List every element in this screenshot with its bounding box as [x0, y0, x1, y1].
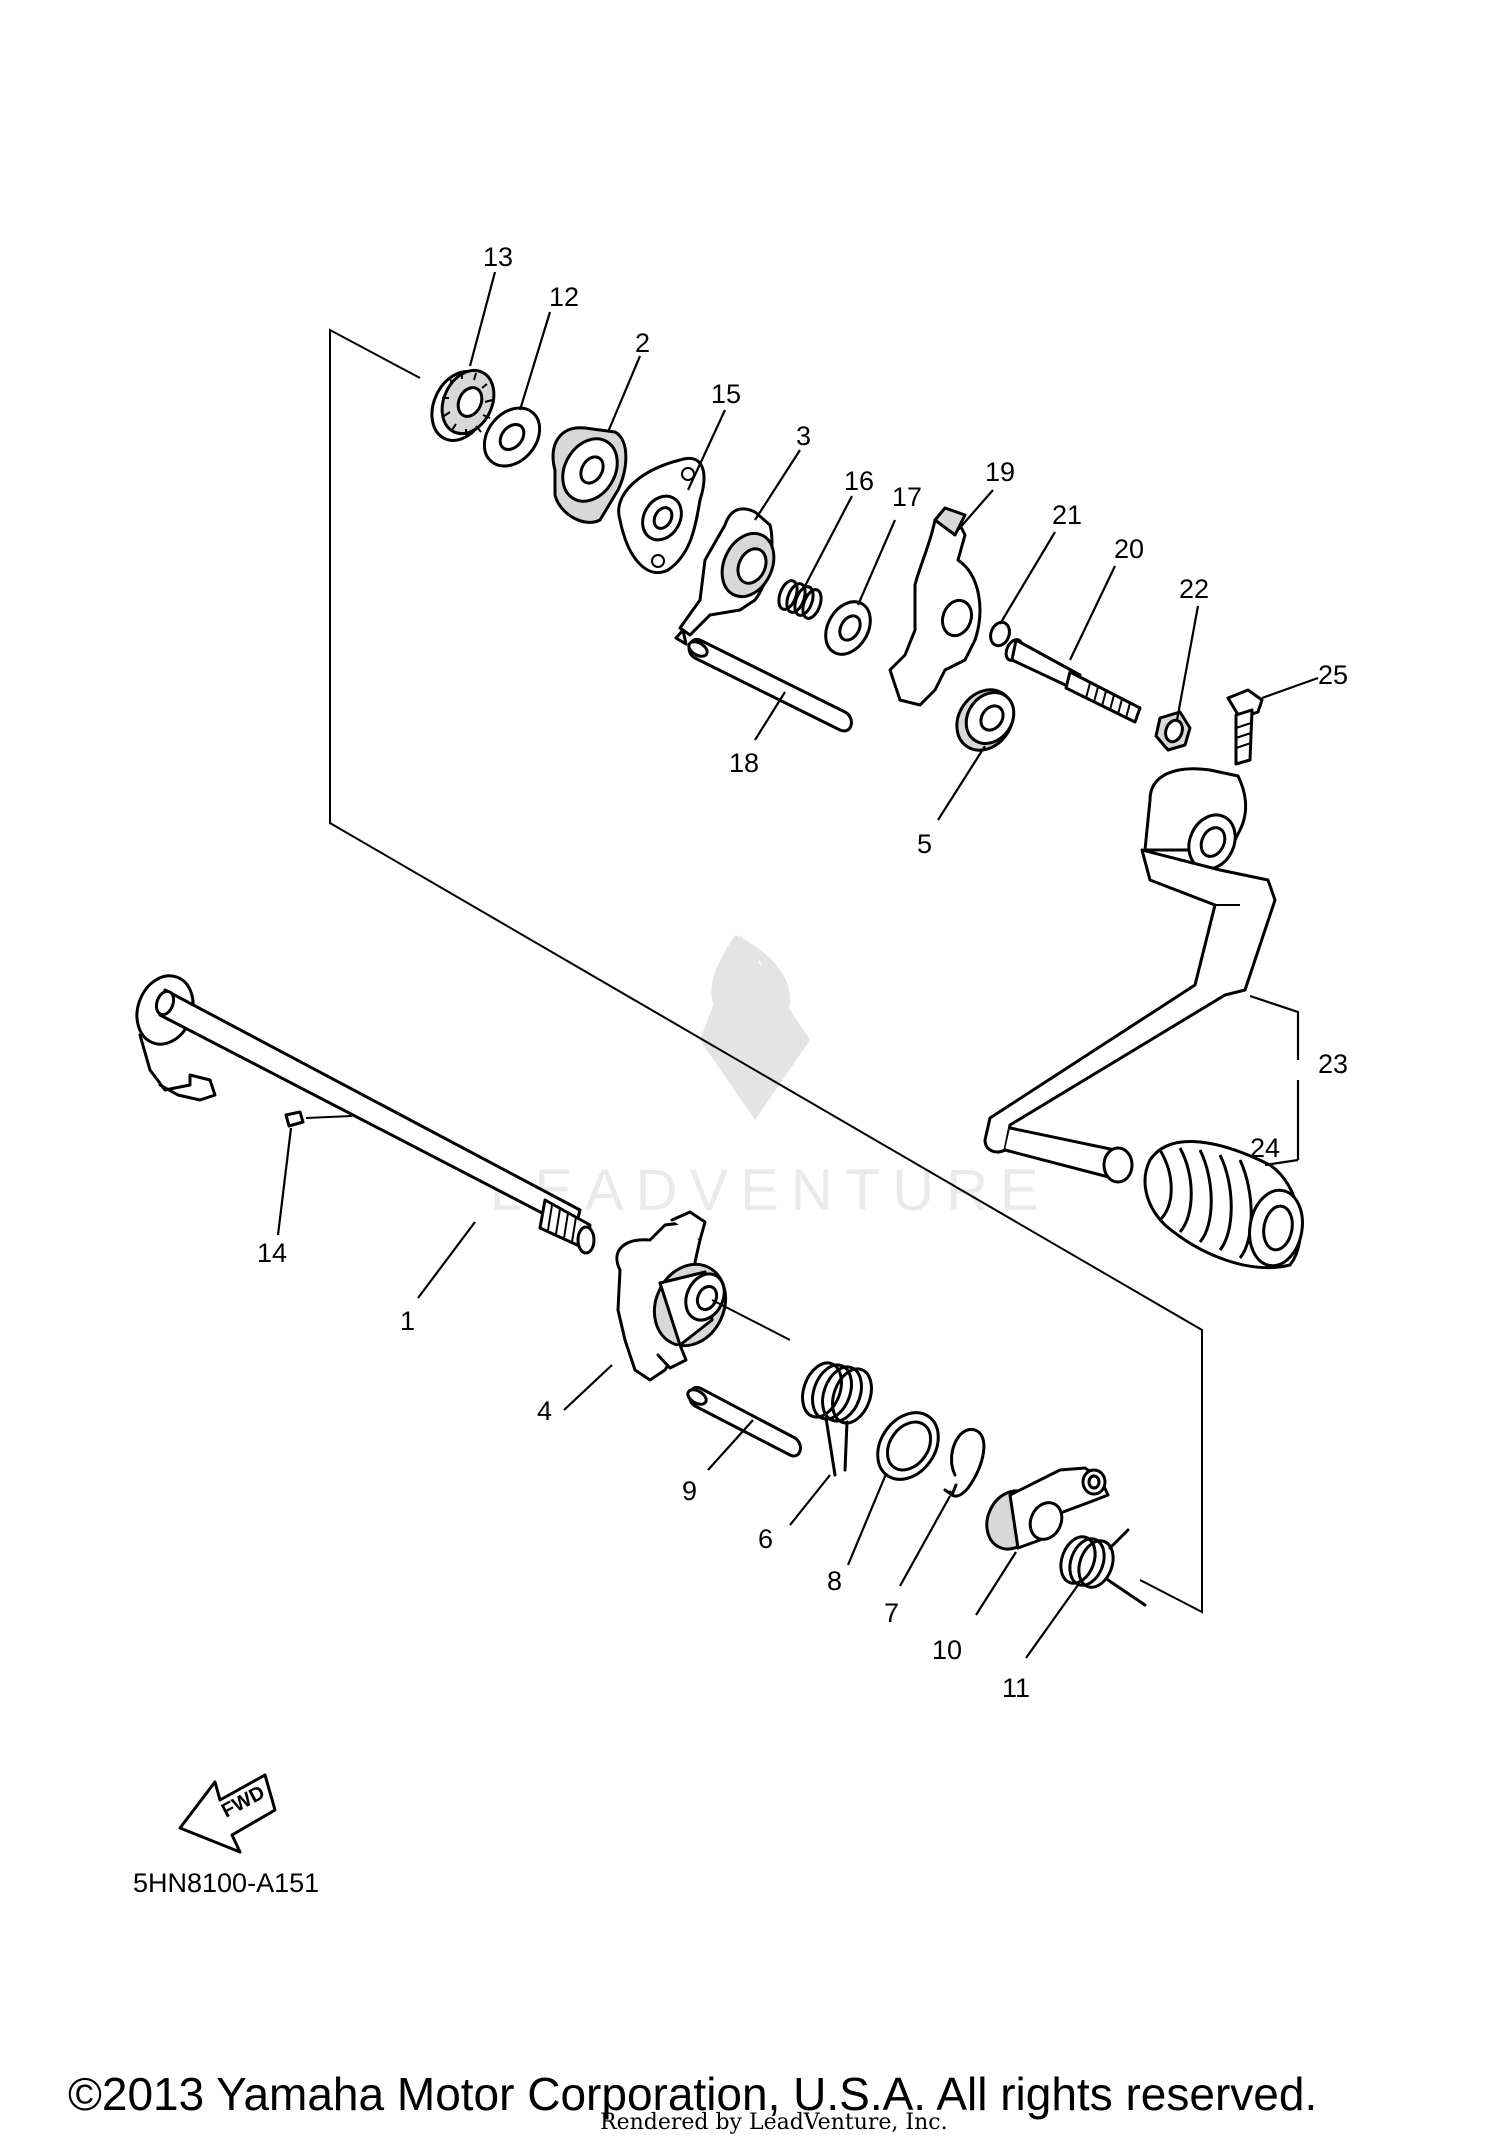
callout-24: 24: [1250, 1133, 1280, 1163]
part-5-collar: [955, 688, 1016, 752]
part-9-pin: [686, 1385, 802, 1458]
part-14-pin: [284, 1110, 353, 1128]
part-19-lever: [888, 506, 982, 707]
part-24-footrest-rubber: [1143, 1140, 1304, 1270]
callout-14: 14: [257, 1238, 287, 1268]
part-4-shift-lever: [615, 1210, 791, 1382]
callout-11: 11: [1002, 1673, 1030, 1703]
callout-25: 25: [1318, 660, 1348, 690]
part-11-spring: [1059, 1528, 1147, 1607]
callout-13: 13: [483, 242, 513, 272]
part-8-washer: [876, 1411, 940, 1481]
part-2-collar: [551, 426, 628, 524]
part-10-shift-guide: [985, 1466, 1110, 1551]
callout-15: 15: [711, 379, 741, 409]
part-17-washer: [824, 600, 872, 656]
callout-7: 7: [884, 1598, 899, 1628]
part-12-washer: [482, 406, 542, 468]
part-3-shift-arm: [674, 507, 776, 646]
leadventure-watermark-logo: [700, 935, 810, 1120]
callout-23: 23: [1318, 1049, 1348, 1079]
rendered-by-credit: Rendered by LeadVenture, Inc.: [600, 2110, 948, 2135]
callout-5: 5: [917, 829, 932, 859]
callout-9: 9: [682, 1476, 697, 1506]
copyright-notice: ©2013 Yamaha Motor Corporation, U.S.A. A…: [68, 2068, 1317, 2120]
callout-labels: 13 12 2 15 3 16 17 19 21 20 22 25 18 5 2…: [257, 242, 1348, 1703]
part-22-nut: [1154, 710, 1192, 752]
part-18-pin: [687, 637, 853, 733]
leader-lines: [276, 271, 1319, 1659]
callout-8: 8: [827, 1566, 842, 1596]
callout-22: 22: [1179, 574, 1209, 604]
callout-21: 21: [1052, 500, 1082, 530]
part-21-o-ring: [989, 620, 1011, 648]
callout-19: 19: [985, 457, 1015, 487]
callout-6: 6: [758, 1524, 773, 1554]
part-7-circlip: [943, 1428, 986, 1498]
watermark-text: LEADVENTURE: [490, 1158, 1051, 1223]
diagram-code: 5HN8100-A151: [133, 1868, 319, 1898]
callout-2: 2: [635, 328, 650, 358]
part-15-plate: [617, 456, 706, 574]
callout-20: 20: [1114, 534, 1144, 564]
part-16-spring: [777, 579, 823, 620]
part-1-shift-shaft: [135, 974, 596, 1255]
part-6-spring: [801, 1361, 873, 1477]
fwd-arrow-icon: FWD: [178, 1773, 277, 1854]
callout-18: 18: [729, 748, 759, 778]
callout-16: 16: [844, 466, 874, 496]
part-25-bolt: [1226, 688, 1264, 766]
part-20-bolt: [1004, 638, 1142, 724]
callout-12: 12: [549, 282, 579, 312]
part-13-bearing: [430, 368, 496, 442]
callout-17: 17: [892, 482, 922, 512]
part-23-shift-pedal: [983, 767, 1277, 1184]
callout-1: 1: [400, 1306, 415, 1336]
callout-3: 3: [796, 421, 811, 451]
callout-4: 4: [537, 1396, 552, 1426]
callout-10: 10: [932, 1635, 962, 1665]
assembly-frame: [329, 328, 1203, 1614]
